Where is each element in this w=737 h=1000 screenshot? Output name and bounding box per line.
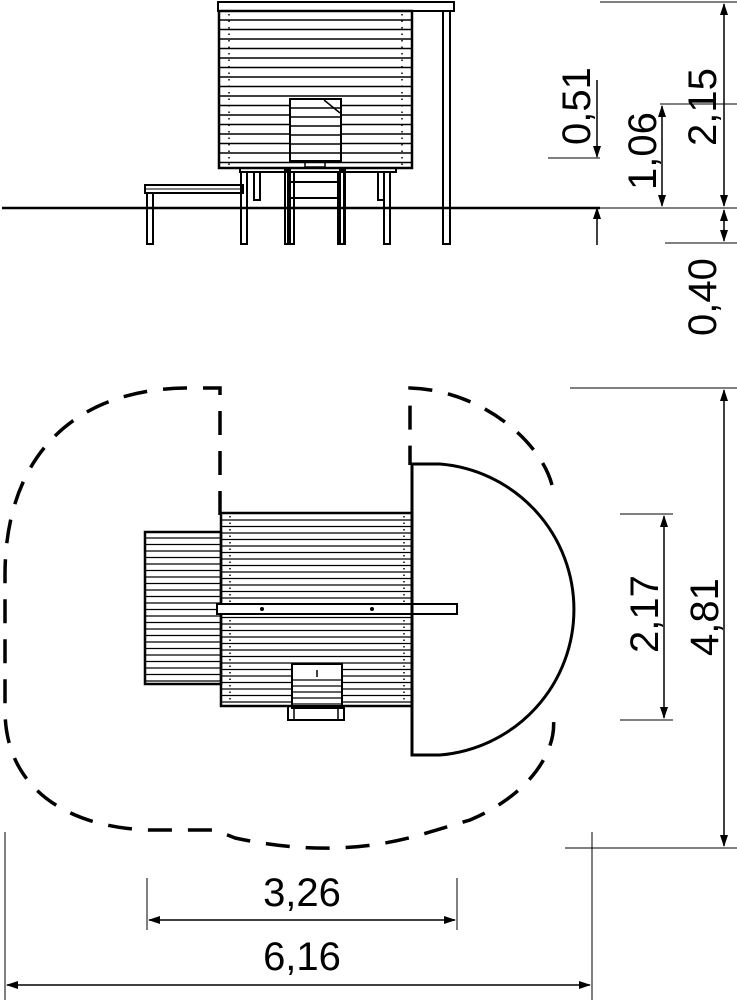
dim-label-foundation-depth: 0,40	[681, 258, 725, 336]
door-diagonal	[323, 99, 341, 114]
door-opening	[289, 98, 342, 162]
dim-label-roof-height: 0,51	[555, 67, 599, 145]
dim-label-platform-height: 1,06	[621, 112, 665, 190]
half-circle-awning	[410, 462, 576, 757]
beam-bolt	[260, 607, 264, 611]
ladder-rail-right	[339, 169, 346, 245]
dim-label-total-height: 2,15	[681, 68, 725, 146]
dim-label-safety-depth: 4,81	[683, 578, 727, 656]
ladder-plan	[287, 705, 345, 721]
elevation-view: 0,51 1,06 2,15 0,40	[2, 1, 737, 336]
entrance-slats	[292, 679, 342, 705]
support-leg	[253, 171, 261, 201]
bench-planks	[145, 537, 221, 682]
plan-view: 2,17 4,81 3,26 6,16	[3, 386, 737, 1000]
roof-beam	[216, 603, 458, 615]
support-leg	[240, 171, 248, 245]
roof-cap	[217, 1, 455, 12]
dim-label-safety-width: 6,16	[263, 935, 341, 979]
dim-label-structure-width: 3,26	[263, 871, 341, 915]
bench-leg	[146, 192, 154, 245]
safety-area-outline	[3, 386, 556, 850]
house-platform	[239, 167, 397, 173]
beam-bolt	[370, 607, 374, 611]
dim-label-structure-depth: 2,17	[623, 575, 667, 653]
roof-post	[442, 10, 451, 245]
support-leg	[383, 171, 391, 245]
ladder-rail-left	[284, 169, 291, 245]
door-slats	[290, 107, 341, 154]
